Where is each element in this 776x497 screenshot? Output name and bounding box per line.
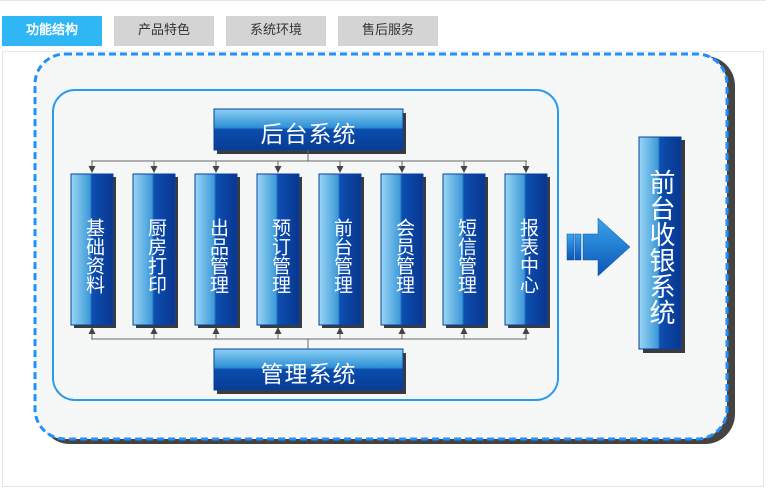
module-rect: [70, 173, 114, 326]
content-panel: [2, 51, 764, 487]
top-system-box: [213, 108, 404, 151]
tab-product-features[interactable]: 产品特色: [114, 16, 214, 46]
module-box: [70, 161, 116, 339]
arrow-up-icon: [522, 327, 530, 334]
bottom-connectors: [91, 338, 527, 349]
tab-function-structure[interactable]: 功能结构: [2, 16, 102, 46]
module-rect: [194, 173, 238, 326]
module-box: [380, 161, 426, 339]
arrow-down-icon: [274, 166, 282, 173]
module-rect: [132, 173, 176, 326]
arrow-up-icon: [88, 327, 96, 334]
module-rect: [380, 173, 424, 326]
module-label: 前台管理: [331, 218, 353, 294]
arrow-down-icon: [212, 166, 220, 173]
module-label: 厨房打印: [145, 218, 167, 294]
module-rect: [442, 173, 486, 326]
top-connectors: [91, 150, 527, 162]
bottom-system-box: [213, 348, 404, 391]
target-system-label: 前台收银系统: [645, 169, 675, 325]
arrow-up-icon: [398, 327, 406, 334]
arrow-down-icon: [88, 166, 96, 173]
module-box: [132, 161, 178, 339]
module-label: 会员管理: [393, 218, 415, 294]
arrow-up-icon: [212, 327, 220, 334]
tab-after-sales[interactable]: 售后服务: [338, 16, 438, 46]
module-box: [504, 161, 550, 339]
arrow-down-icon: [150, 166, 158, 173]
module-box: [194, 161, 240, 339]
top-system-label: 后台系统: [260, 122, 357, 148]
arrow-down-icon: [398, 166, 406, 173]
module-box: [256, 161, 302, 339]
top-divider: [0, 0, 766, 1]
module-label: 预订管理: [269, 218, 291, 294]
module-label: 短信管理: [455, 218, 477, 294]
arrow-up-icon: [274, 327, 282, 334]
arrow-down-icon: [460, 166, 468, 173]
arrow-down-icon: [336, 166, 344, 173]
module-label: 基础资料: [83, 218, 105, 294]
arrow-down-icon: [522, 166, 530, 173]
module-rect: [504, 173, 548, 326]
module-rect: [256, 173, 300, 326]
module-box: [318, 161, 364, 339]
flow-arrow-icon: [566, 217, 631, 277]
module-label: 报表中心: [517, 218, 539, 294]
tab-system-environment[interactable]: 系统环境: [226, 16, 326, 46]
module-label: 出品管理: [207, 218, 229, 294]
arrow-up-icon: [150, 327, 158, 334]
module-box: [442, 161, 488, 339]
backend-group-panel: [52, 89, 559, 401]
arrow-up-icon: [336, 327, 344, 334]
target-system-box: [638, 136, 682, 350]
arrow-up-icon: [460, 327, 468, 334]
bottom-system-label: 管理系统: [260, 362, 357, 388]
module-rect: [318, 173, 362, 326]
